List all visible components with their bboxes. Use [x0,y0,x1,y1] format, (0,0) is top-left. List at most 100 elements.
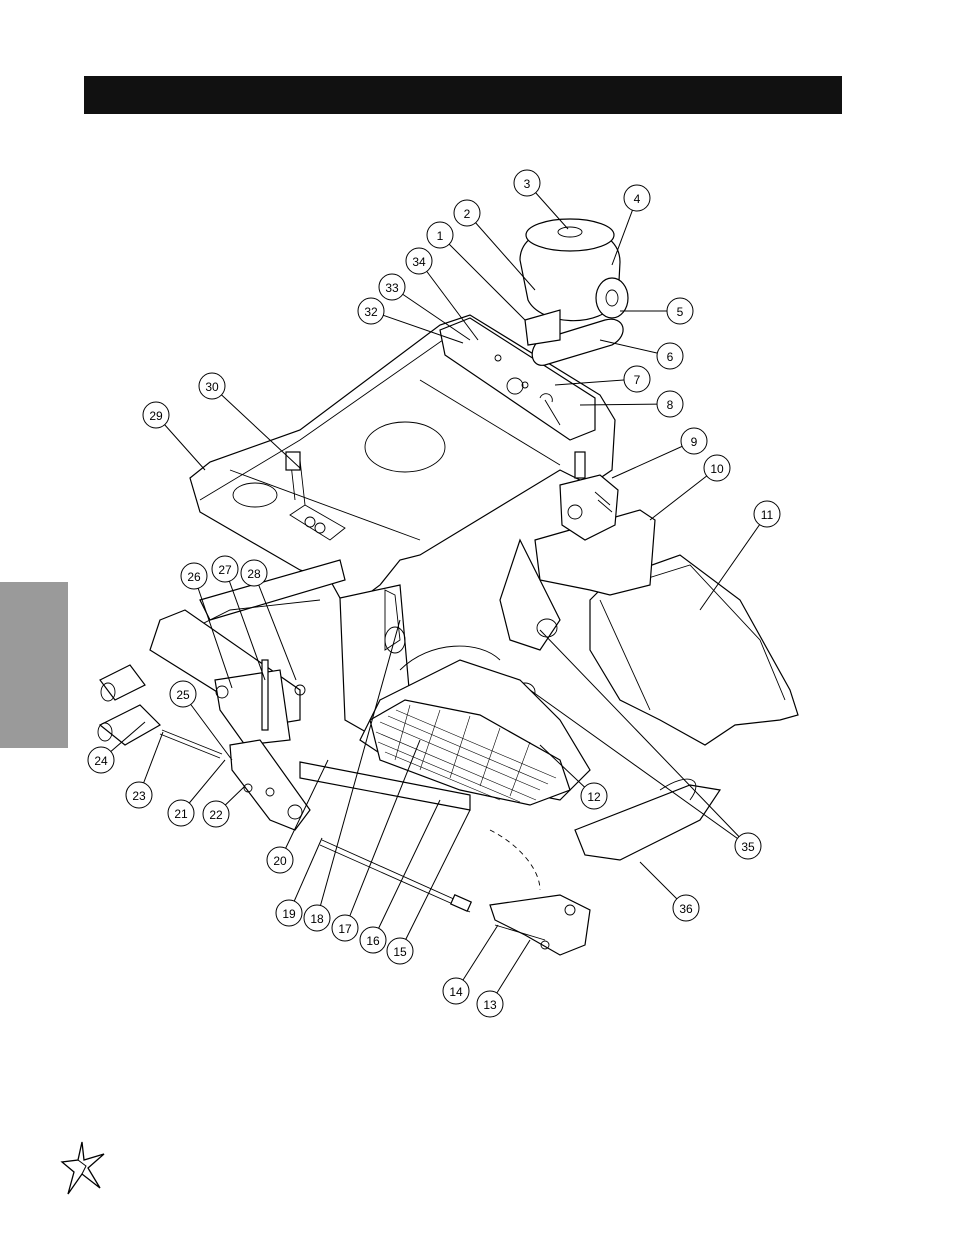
callout-label: 25 [176,688,190,702]
callout-label: 3 [524,177,531,191]
callout-9: 9 [680,427,708,455]
callout-label: 35 [741,840,755,854]
callout-circle [656,342,684,370]
callout-label: 4 [634,192,641,206]
callout-circle [359,926,387,954]
callout-label: 18 [310,912,324,926]
callout-circle [303,904,331,932]
callout-circle [87,746,115,774]
callout-circle [623,184,651,212]
callout-28: 28 [240,559,268,587]
callout-5: 5 [666,297,694,325]
callout-circle [753,500,781,528]
callout-circle [666,297,694,325]
callout-label: 36 [679,902,693,916]
callout-21: 21 [167,799,195,827]
callout-label: 2 [464,207,471,221]
callout-circle [240,559,268,587]
section-tab [0,582,68,748]
callout-label: 24 [94,754,108,768]
callout-label: 7 [634,373,641,387]
callout-circle [378,273,406,301]
callout-circle [198,372,226,400]
callout-32: 32 [357,297,385,325]
callout-label: 17 [338,922,352,936]
callout-circle [656,390,684,418]
callout-13: 13 [476,990,504,1018]
callout-label: 5 [677,305,684,319]
callout-label: 6 [667,350,674,364]
header-bar [84,76,842,114]
callout-circle [202,800,230,828]
callout-15: 15 [386,937,414,965]
callout-circle [476,990,504,1018]
callout-label: 34 [412,255,426,269]
callout-label: 19 [282,907,296,921]
callout-3: 3 [513,169,541,197]
air-cleaner-cap [595,277,629,319]
callout-6: 6 [656,342,684,370]
callout-label: 29 [149,409,163,423]
callout-label: 23 [132,789,146,803]
callout-circle [426,221,454,249]
callout-circle [357,297,385,325]
callout-circle [405,247,433,275]
callout-label: 12 [587,790,601,804]
callout-circle [275,899,303,927]
console [439,317,596,441]
callout-20: 20 [266,846,294,874]
callout-17: 17 [331,914,359,942]
callout-label: 11 [761,508,774,522]
lever-bracket [229,739,311,831]
callout-23: 23 [125,781,153,809]
callout-circle [580,782,608,810]
bushing-upper [99,664,146,701]
callout-14: 14 [442,977,470,1005]
callout-circle [453,199,481,227]
callout-circle [125,781,153,809]
bottom-shield [574,784,722,861]
callout-2: 2 [453,199,481,227]
callout-label: 33 [385,281,399,295]
callout-circle [703,454,731,482]
callout-label: 21 [174,807,188,821]
callout-7: 7 [623,365,651,393]
mower-body-drawing [97,218,799,956]
foot-plate [369,699,571,806]
callout-25: 25 [169,680,197,708]
brake-arm [489,894,591,956]
leader-lines [100,182,768,1005]
deck-oval [364,421,446,473]
callout-label: 14 [449,985,463,999]
callout-29: 29 [142,401,170,429]
callout-label: 16 [366,934,380,948]
callout-circle [513,169,541,197]
intake-tube [531,318,624,366]
callout-22: 22 [202,800,230,828]
callout-27: 27 [211,555,239,583]
callout-label: 13 [483,998,497,1012]
callout-30: 30 [198,372,226,400]
callout-8: 8 [656,390,684,418]
callout-circle [386,937,414,965]
callout-4: 4 [623,184,651,212]
callout-label: 9 [691,435,698,449]
callout-label: 27 [218,563,232,577]
callout-26: 26 [180,562,208,590]
callout-label: 26 [187,570,201,584]
callout-circle [442,977,470,1005]
callout-circle [169,680,197,708]
callout-label: 10 [710,462,724,476]
callout-label: 1 [437,229,444,243]
callout-33: 33 [378,273,406,301]
callout-circle [734,832,762,860]
callout-11: 11 [753,500,781,528]
callout-label: 15 [393,945,407,959]
rear-fender [589,554,799,746]
callout-36: 36 [672,894,700,922]
callout-label: 30 [205,380,219,394]
callout-1: 1 [426,221,454,249]
callout-circle [266,846,294,874]
